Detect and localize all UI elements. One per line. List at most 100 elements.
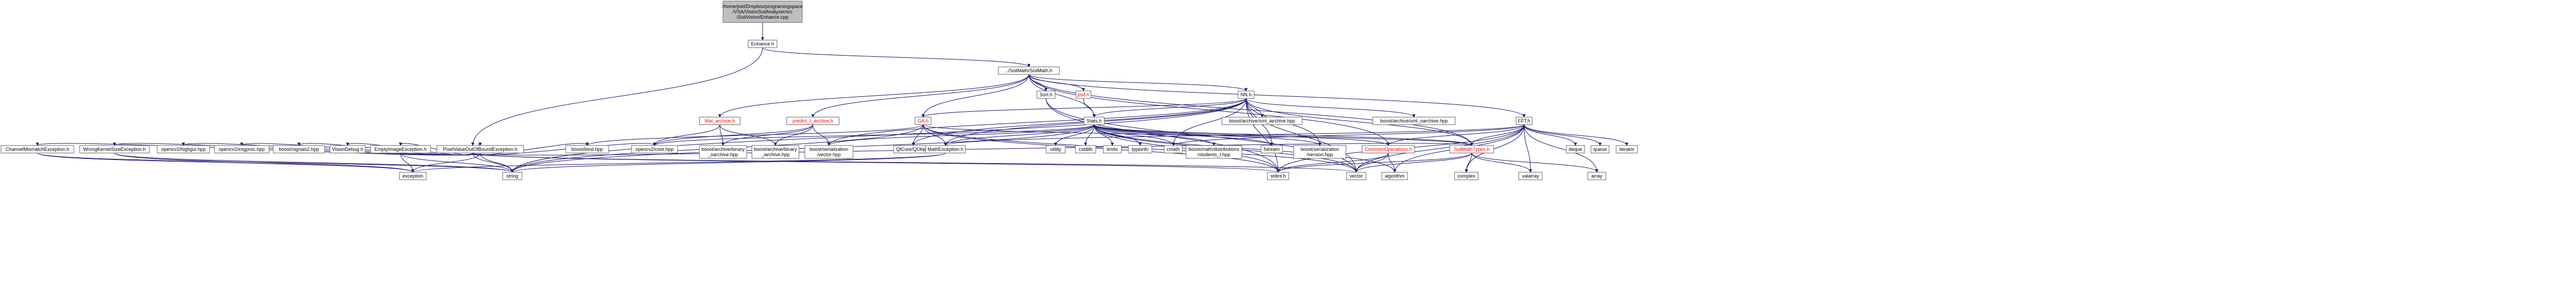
- node-queue-box: [1590, 145, 1610, 154]
- node-root[interactable]: /home/joel/Dropbox/programingspace/VSA/V…: [722, 1, 803, 23]
- edge-stats_h-to-boost_serialization_version: [1094, 124, 1321, 146]
- node-mat_archive_h[interactable]: Mat_archive.h: [699, 117, 741, 125]
- node-emptyimage-label-0: EmptyImageException.h: [374, 147, 427, 152]
- node-stats_h[interactable]: Stats.h: [1083, 117, 1105, 125]
- node-nn_h[interactable]: NN.h: [1237, 90, 1255, 99]
- node-stdint[interactable]: stdint.h: [1267, 172, 1289, 180]
- node-wrongkernel-label-0: WrongKernelSizeException.h: [83, 147, 146, 152]
- node-mathexception-label-0: MathException.h: [927, 147, 963, 152]
- edge-soilmathtypes-to-valarray: [1471, 152, 1532, 173]
- node-opencv_highgui[interactable]: opencv2/highgui.hpp: [157, 145, 210, 154]
- node-predict_t_archive_h[interactable]: predict_t_archive.h: [786, 117, 840, 125]
- node-boost_serialization_version-box: [1293, 145, 1347, 159]
- node-string-box: [502, 172, 522, 180]
- edge-fft_h-to-complex: [1465, 124, 1525, 173]
- node-commonoperations[interactable]: CommonOperations.h: [1362, 145, 1415, 154]
- node-soilmathtypes[interactable]: SoilMathTypes.h: [1449, 145, 1494, 154]
- node-complex[interactable]: complex: [1454, 172, 1479, 180]
- edge-enhance_h-to-imageprocessing_h: [471, 47, 763, 146]
- node-algorithm[interactable]: algorithm: [1381, 172, 1408, 180]
- node-root-label-1: /VSA/VisionSoilAnalyzer/src: [733, 9, 793, 14]
- node-soilmath_h-label-0: ../SoilMath/SoilMath.h: [1005, 68, 1052, 73]
- edge-soilmath_h-to-soilmathtypes: [1028, 74, 1473, 146]
- node-boost_serialization_version[interactable]: boost/serialization/version.hpp: [1293, 145, 1347, 159]
- node-boost_xml_oarchive[interactable]: boost/archive/xml_oarchive.hpp: [1372, 117, 1456, 125]
- node-boost_xml_iarchive[interactable]: boost/archive/xml_iarchive.hpp: [1221, 117, 1303, 125]
- edge-stats_h-to-commonoperations: [1094, 124, 1390, 146]
- node-sort_h[interactable]: Sort.h: [1036, 90, 1056, 99]
- node-soilmath_h[interactable]: ../SoilMath/SoilMath.h: [998, 66, 1060, 75]
- node-deque[interactable]: deque: [1566, 145, 1585, 154]
- node-boost_students_t[interactable]: boost/math/distributions/students_t.hpp: [1186, 145, 1242, 159]
- node-queue[interactable]: queue: [1590, 145, 1610, 154]
- node-fft_h[interactable]: FFT.h: [1516, 117, 1533, 125]
- edge-fft_h-to-valarray: [1524, 124, 1532, 173]
- node-mathexception[interactable]: MathException.h: [925, 145, 966, 154]
- edge-stats_h-to-utility: [1054, 124, 1095, 146]
- node-valarray[interactable]: valarray: [1518, 172, 1543, 180]
- node-string[interactable]: string: [502, 172, 522, 180]
- node-utility-box: [1045, 145, 1066, 154]
- node-enhance_h[interactable]: Enhance.h: [748, 40, 778, 48]
- edge-nn_h-to-ga_h: [921, 98, 1247, 118]
- node-opencv_imgproc[interactable]: opencv2/imgproc.hpp: [214, 145, 270, 154]
- node-root-label-0: /home/joel/Dropbox/programingspace: [722, 4, 803, 9]
- node-cmath[interactable]: cmath: [1164, 145, 1183, 154]
- node-boost_xml_iarchive-label-0: boost/archive/xml_iarchive.hpp: [1229, 118, 1295, 124]
- node-pixelvalue[interactable]: PixelValueOutOfBoundException.h: [436, 145, 524, 154]
- node-cmath-label-0: cmath: [1167, 147, 1180, 152]
- edge-stats_h-to-soilmathtypes: [1094, 124, 1473, 146]
- node-enhance_h-label-0: Enhance.h: [751, 41, 774, 47]
- node-opencv_core[interactable]: opencv2/core.hpp: [631, 145, 678, 154]
- node-vector[interactable]: vector: [1346, 172, 1366, 180]
- node-psd_h-box: [1075, 90, 1091, 99]
- edge-stats_h-to-mathexception: [944, 124, 1095, 146]
- node-channelmismatch[interactable]: ChannelMismatchException.h: [1, 145, 74, 154]
- edge-pixelvalue-to-exception: [411, 152, 481, 173]
- node-boost_xml_iarchive-box: [1221, 117, 1303, 125]
- node-mat_archive_h-box: [699, 117, 741, 125]
- edge-nn_h-to-boost_xml_oarchive: [1245, 98, 1416, 118]
- node-enhance_h-box: [748, 40, 778, 48]
- edge-soilmath_h-to-mat_archive_h: [718, 74, 1029, 118]
- node-ga_h[interactable]: GA.h: [914, 117, 932, 125]
- node-boost_signals2[interactable]: boost/signals2.hpp: [273, 145, 325, 154]
- node-boost_signals2-box: [273, 145, 325, 154]
- node-boost_binary_oarchive[interactable]: boost/archive/binary_oarchive.hpp: [699, 145, 747, 159]
- node-ga_h-label-0: GA.h: [918, 118, 929, 124]
- edge-enhance_h-to-soilmath_h: [762, 47, 1031, 67]
- node-opencv_core-label-0: opencv2/core.hpp: [635, 147, 674, 152]
- edge-stats_h-to-string: [511, 124, 1095, 173]
- edge-stats_h-to-cmath: [1094, 124, 1175, 146]
- node-mat_archive_h-label-0: Mat_archive.h: [705, 118, 735, 124]
- edge-soilmathtypes-to-array: [1471, 152, 1598, 173]
- node-limits[interactable]: limits: [1103, 145, 1122, 154]
- node-boost_bind[interactable]: boost/bind.hpp: [565, 145, 609, 154]
- node-queue-label-0: queue: [1593, 147, 1606, 152]
- node-fstream[interactable]: fstream: [1260, 145, 1283, 154]
- node-deque-label-0: deque: [1568, 147, 1582, 152]
- node-commonoperations-label-0: CommonOperations.h: [1365, 147, 1412, 152]
- node-array[interactable]: array: [1587, 172, 1606, 180]
- edge-nn_h-to-stats_h: [1093, 98, 1247, 118]
- node-cstdlib[interactable]: cstdlib: [1075, 145, 1096, 154]
- edge-imageprocessing_h-to-string: [472, 152, 514, 173]
- node-typeinfo[interactable]: typeinfo: [1128, 145, 1152, 154]
- node-iterator-box: [1616, 145, 1638, 154]
- node-utility[interactable]: utility: [1045, 145, 1066, 154]
- node-boost_binary_iarchive[interactable]: boost/archive/binary_iarchive.hpp: [751, 145, 799, 159]
- node-emptyimage[interactable]: EmptyImageException.h: [370, 145, 431, 154]
- node-boost_serialization_vector[interactable]: boost/serialization/vector.hpp: [804, 145, 853, 159]
- node-psd_h[interactable]: psd.h: [1075, 90, 1091, 99]
- node-visiondebug[interactable]: VisionDebug.h: [329, 145, 366, 154]
- node-exception-label-0: exception: [403, 173, 424, 179]
- edge-nn_h-to-string: [511, 98, 1247, 173]
- node-iterator[interactable]: iterator: [1616, 145, 1638, 154]
- node-wrongkernel[interactable]: WrongKernelSizeException.h: [79, 145, 150, 154]
- node-boost_serialization_vector-box: [804, 145, 853, 159]
- node-valarray-label-0: valarray: [1522, 173, 1540, 179]
- node-pixelvalue-box: [436, 145, 524, 154]
- node-limits-box: [1103, 145, 1122, 154]
- node-boost_binary_oarchive-label-1: _oarchive.hpp: [708, 152, 739, 157]
- node-exception[interactable]: exception: [399, 172, 427, 180]
